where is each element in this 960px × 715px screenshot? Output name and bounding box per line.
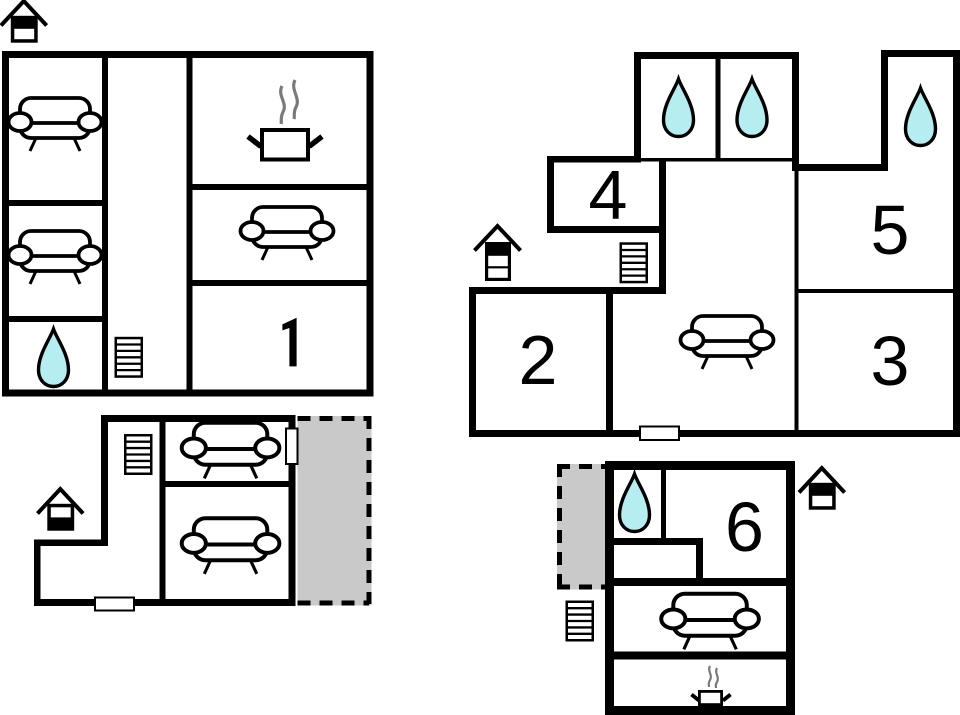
svg-text:2: 2 <box>519 321 558 399</box>
svg-text:6: 6 <box>725 488 764 566</box>
svg-text:5: 5 <box>871 191 910 269</box>
svg-text:4: 4 <box>589 156 628 234</box>
svg-text:3: 3 <box>871 322 910 400</box>
